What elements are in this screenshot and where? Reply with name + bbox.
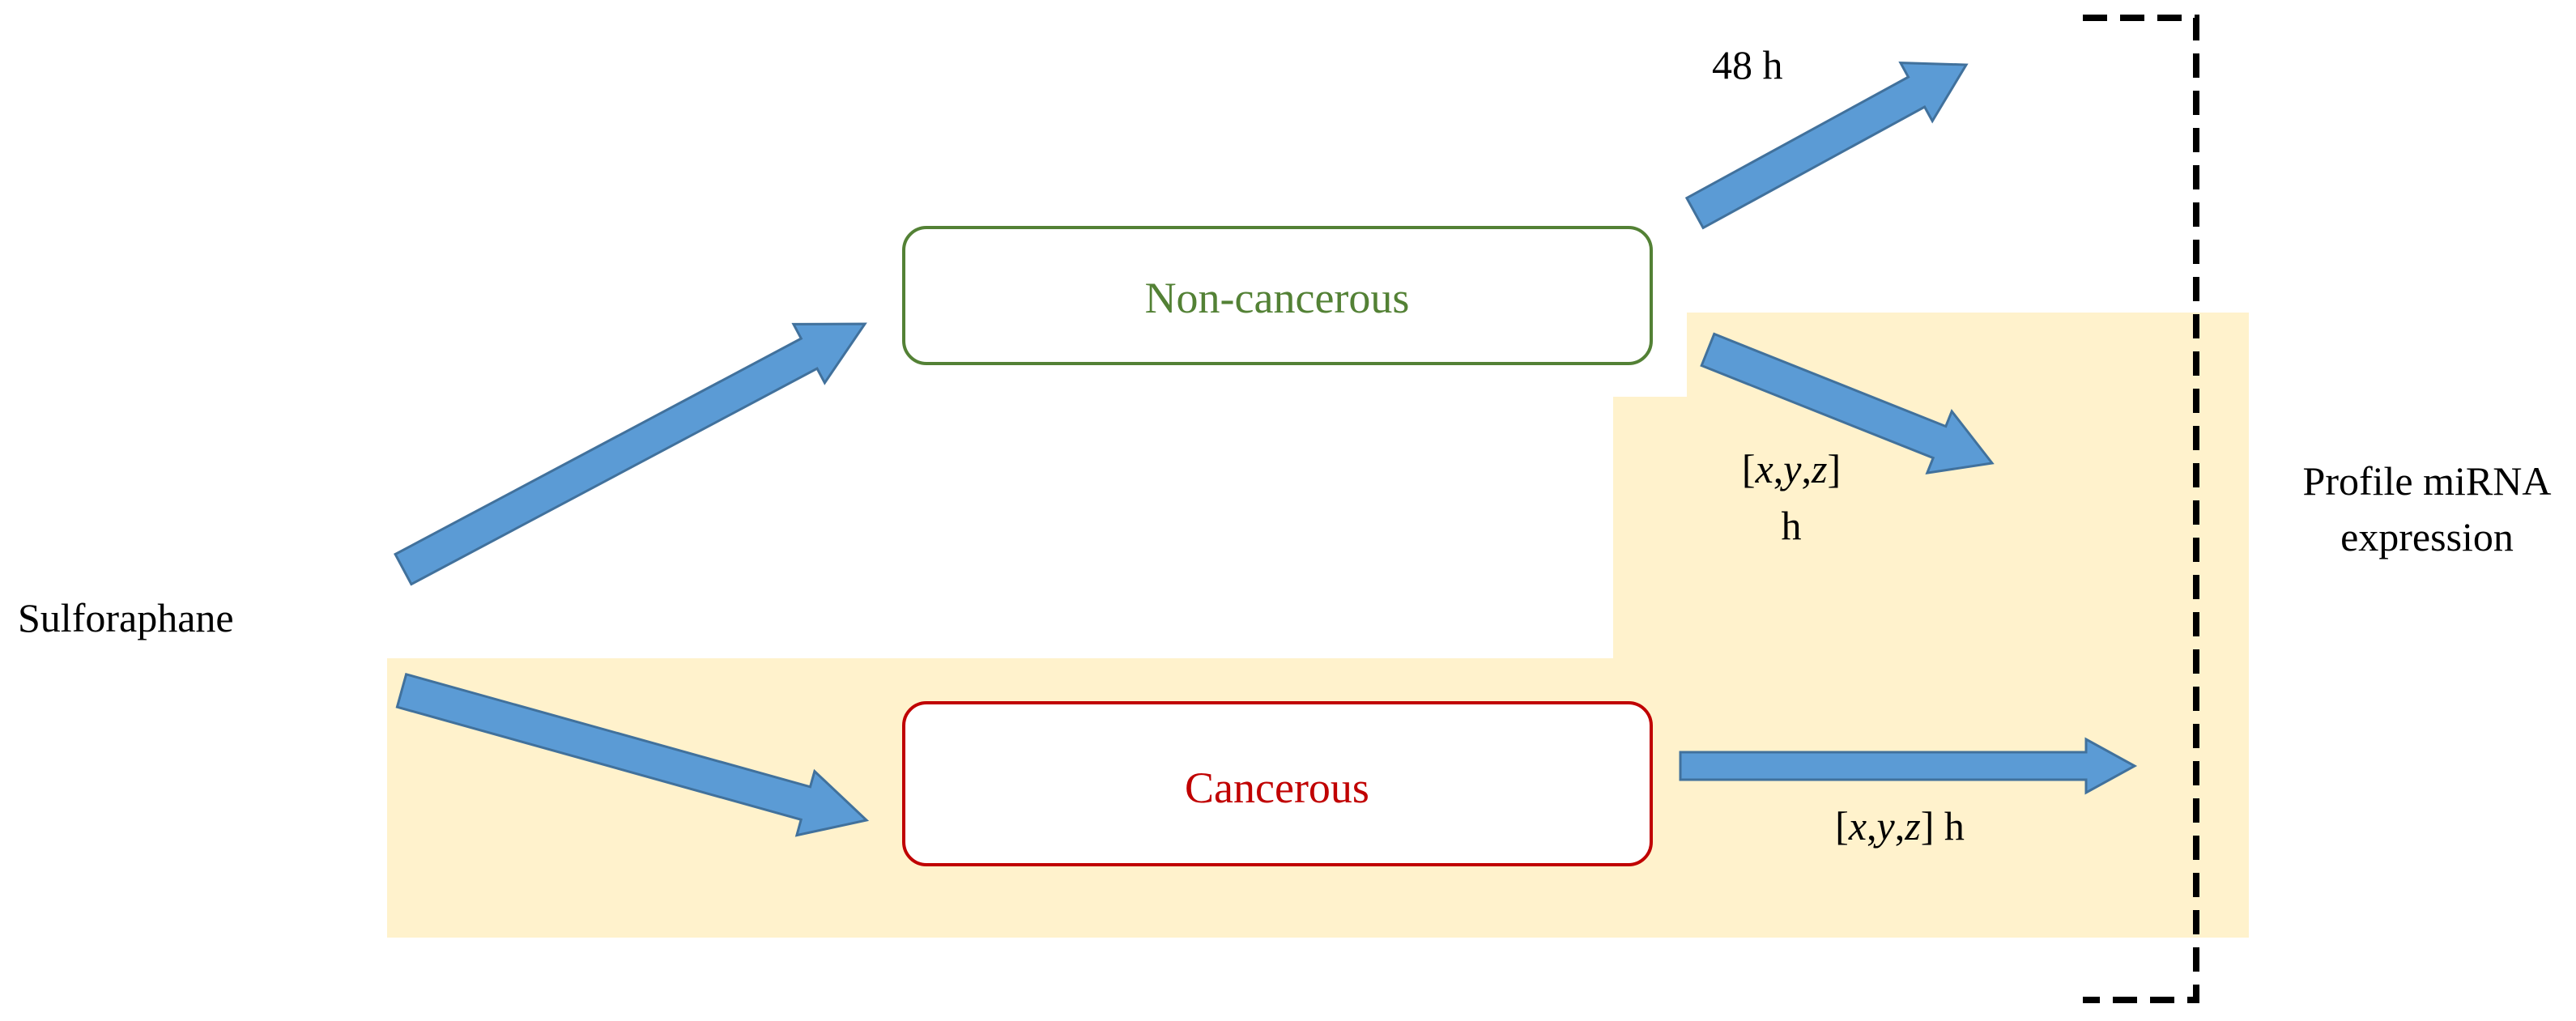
arrows [394,62,2138,837]
cancerous-box [902,701,1653,866]
arrow-noncancer-48h [1684,62,1969,230]
non-cancerous-label: Non-cancerous [1145,274,1410,322]
outcome-label-line2: expression [2340,514,2514,559]
non-cancerous-box [902,226,1653,365]
outcome-label-line1: Profile miRNA [2303,458,2552,504]
arrow-cancer-variable [1679,737,2138,795]
time-label-noncancer-variable: [x,y,z] [1742,446,1841,491]
time-label-cancer-variable: [x,y,z] h [1835,803,1965,849]
dashed-bracket [2083,15,2199,1003]
cancerous-label: Cancerous [1185,764,1369,812]
time-label-48h: 48 h [1712,42,1783,87]
arrow-noncancer-variable [1700,332,1995,474]
sulforaphane-label: Sulforaphane [18,595,234,640]
arrow-to-cancerous [395,672,870,837]
highlight-region [387,313,2249,938]
arrow-to-non-cancerous [394,322,867,586]
time-label-noncancer-unit: h [1782,503,1802,548]
